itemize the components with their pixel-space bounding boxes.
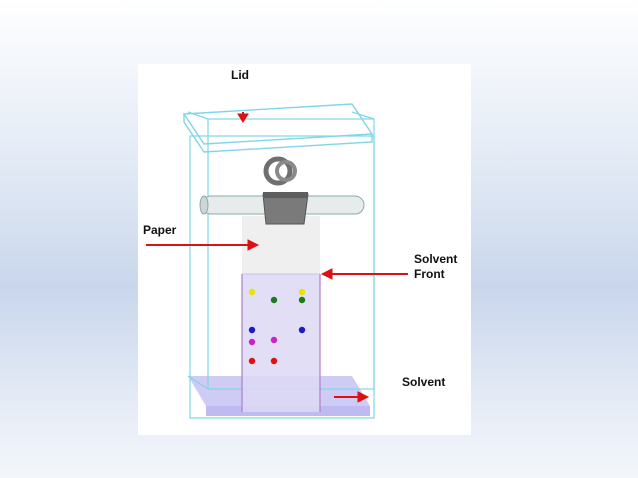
spot <box>248 326 256 334</box>
solvent-front-arrowhead <box>320 268 333 280</box>
spot <box>270 357 278 365</box>
spot <box>248 357 256 365</box>
label-solvent-front-1: Solvent <box>414 252 458 266</box>
diagram-panel: Lid Paper Solvent Front Solvent <box>138 64 471 435</box>
lid <box>182 103 374 153</box>
bulldog-clip <box>262 156 309 225</box>
label-lid: Lid <box>231 68 249 82</box>
label-solvent: Solvent <box>402 375 446 389</box>
label-paper: Paper <box>143 223 177 237</box>
spot <box>298 288 306 296</box>
spot <box>270 296 278 304</box>
paper-arrowhead <box>247 239 260 251</box>
sample-spots <box>248 288 306 365</box>
spot <box>298 296 306 304</box>
spot <box>248 338 256 346</box>
solvent-arrowhead <box>357 391 370 403</box>
arrows <box>146 112 408 403</box>
spot <box>248 288 256 296</box>
spot <box>270 336 278 344</box>
chromatography-diagram <box>146 103 408 419</box>
lid-arrowhead <box>237 113 249 123</box>
label-solvent-front-2: Front <box>414 267 445 281</box>
spot <box>298 326 306 334</box>
